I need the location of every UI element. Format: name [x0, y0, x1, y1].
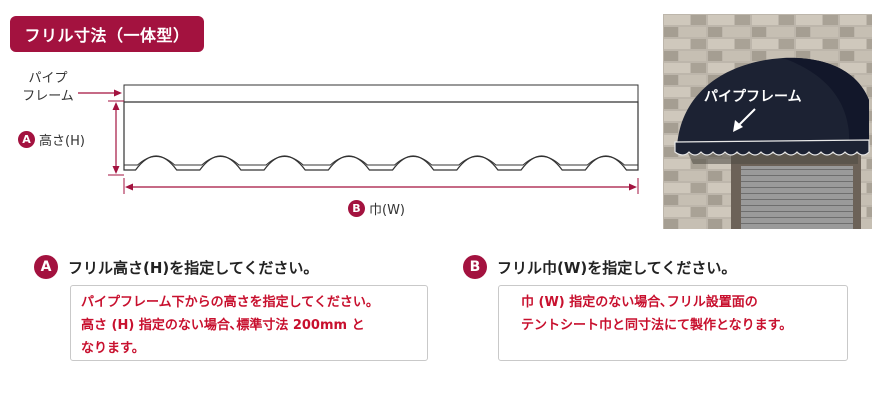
section-a-note-line: 高さ (H) 指定のない場合､標準寸法 200mm と: [81, 318, 365, 333]
pipe-frame-pointer-arrow: [78, 89, 122, 97]
section-a-note-box: パイプフレーム下からの高さを指定してください。 高さ (H) 指定のない場合､標…: [70, 285, 428, 361]
section-b-note-box: 巾 (W) 指定のない場合､フリル設置面の テントシート巾と同寸法にて製作となり…: [498, 285, 848, 361]
section-a-heading: A フリル高さ(H)を指定してください。: [34, 255, 318, 279]
marker-a-icon: A: [18, 131, 35, 148]
section-a-note-line: なります。: [81, 341, 145, 356]
awning-frill: [674, 139, 870, 156]
shutter: [741, 166, 853, 229]
marker-b-icon: B: [348, 200, 365, 217]
section-b-note-line: テントシート巾と同寸法にて製作となります。: [521, 318, 793, 333]
frill-body-outline: [123, 101, 639, 171]
photo-pointer-arrow: [733, 108, 756, 132]
section-b-note-line: 巾 (W) 指定のない場合､フリル設置面の: [521, 295, 758, 310]
width-label-text: 巾(W): [369, 203, 405, 218]
width-label: B 巾(W): [348, 199, 405, 218]
marker-a-icon: A: [34, 255, 58, 279]
pipe-frame-bar: [123, 84, 639, 103]
marker-b-icon: B: [463, 255, 487, 279]
awning-photo: [663, 14, 872, 229]
awning-dome: [677, 57, 869, 146]
pipe-frame-label-line1: パイプ: [28, 71, 68, 86]
section-a-heading-text: フリル高さ(H)を指定してください。: [68, 258, 319, 277]
section-b-heading: B フリル巾(W)を指定してください。: [463, 255, 736, 279]
pipe-frame-label-line2: フレーム: [22, 89, 74, 104]
height-label-text: 高さ(H): [39, 134, 85, 149]
photo-pipe-frame-label: パイプフレーム: [704, 89, 802, 105]
section-b-heading-text: フリル巾(W)を指定してください。: [497, 258, 737, 277]
section-a-note-line: パイプフレーム下からの高さを指定してください。: [81, 295, 379, 310]
frill-scallop-inner-line: [124, 156, 638, 166]
frill-dimension-drawing: [78, 84, 639, 194]
width-dimension-arrow: [123, 178, 639, 194]
height-label: A 高さ(H): [18, 130, 85, 149]
awning-photo-illustration: [663, 14, 872, 229]
height-dimension-arrow: [108, 100, 124, 176]
page-title: フリル寸法（一体型）: [10, 16, 204, 52]
pipe-frame-label: パイプ フレーム: [20, 70, 76, 106]
